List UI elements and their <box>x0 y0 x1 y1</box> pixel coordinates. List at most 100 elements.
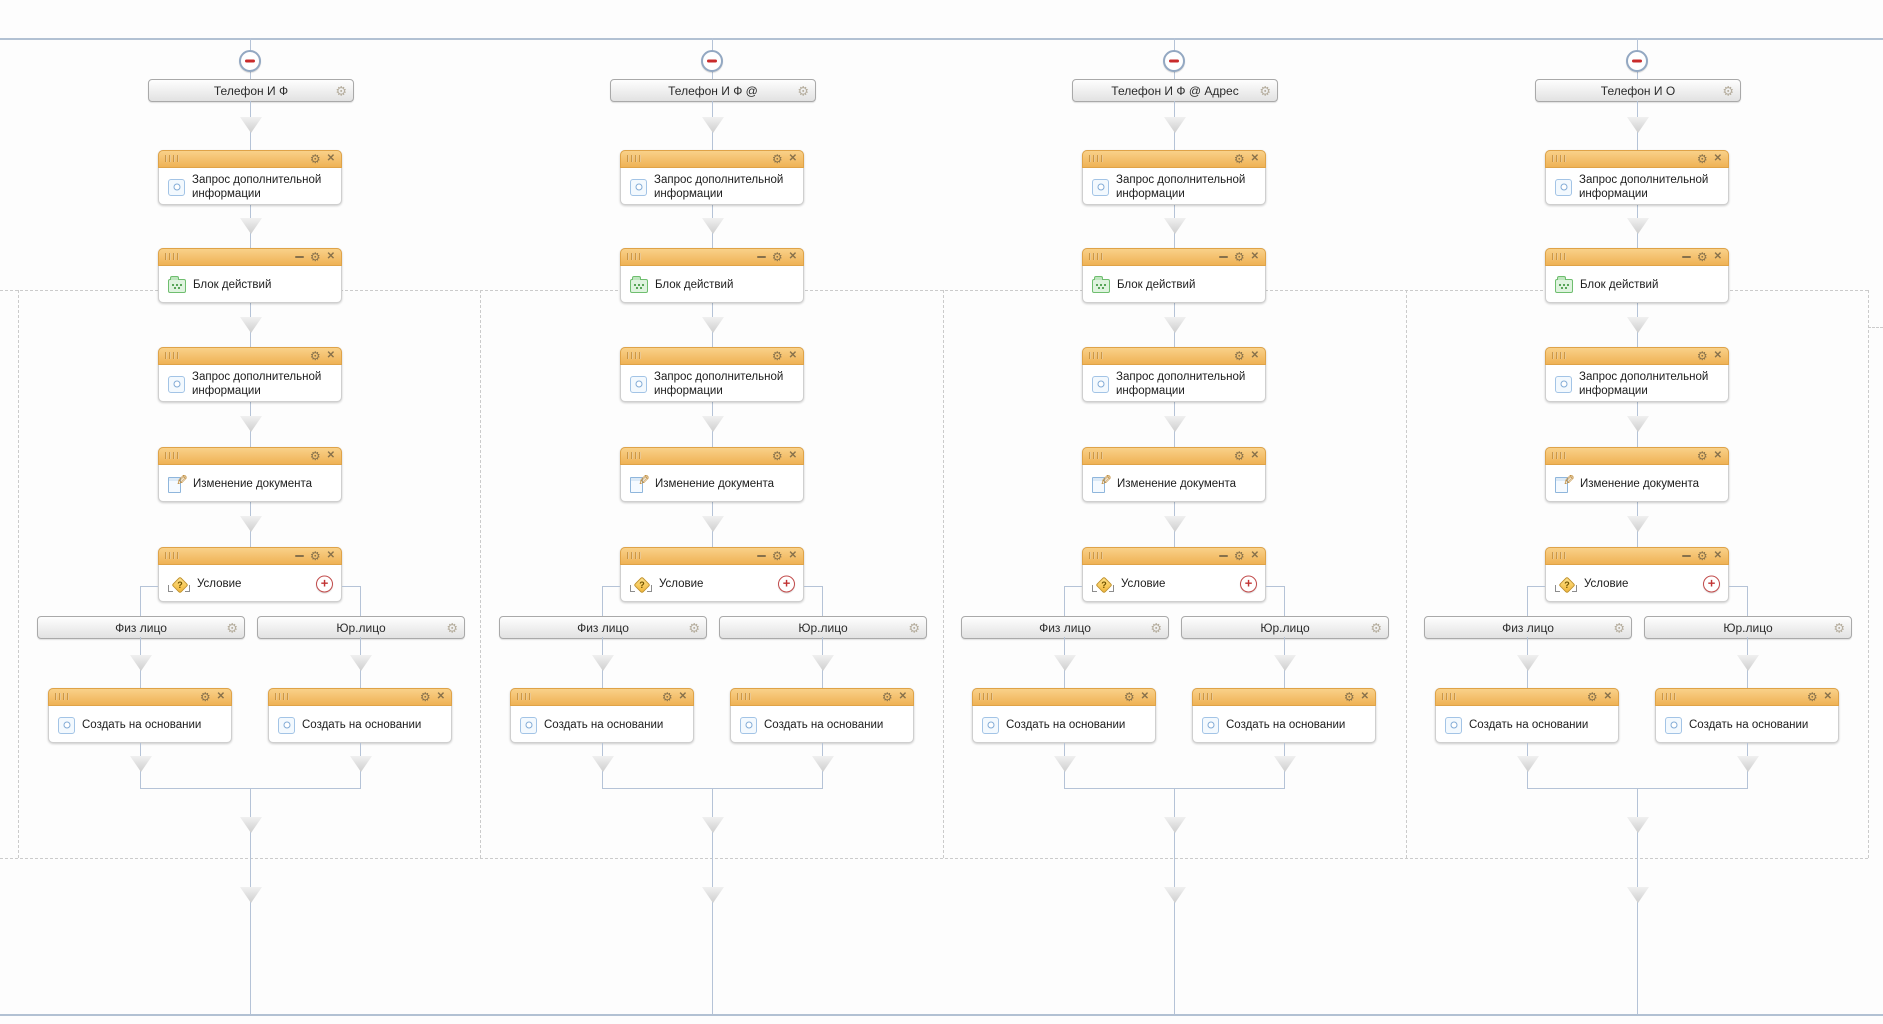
close-icon[interactable]: ✕ <box>898 691 907 702</box>
node-request-info-1[interactable]: ⚙✕Запрос дополнительной информации <box>620 150 804 205</box>
drag-handle-icon[interactable] <box>165 452 179 459</box>
gear-icon[interactable]: ⚙ <box>881 690 893 704</box>
gear-icon[interactable]: ⚙ <box>1343 690 1355 704</box>
drag-handle-icon[interactable] <box>1442 693 1456 700</box>
close-icon[interactable]: ✕ <box>1713 251 1722 262</box>
drag-handle-icon[interactable] <box>627 452 641 459</box>
gear-icon[interactable]: ⚙ <box>419 690 431 704</box>
node-create-based-on-left[interactable]: ⚙✕Создать на основании <box>48 688 232 743</box>
minimize-icon[interactable] <box>1218 555 1228 557</box>
close-icon[interactable]: ✕ <box>788 153 797 164</box>
add-branch-button[interactable]: + <box>316 575 333 593</box>
drag-handle-icon[interactable] <box>165 552 179 559</box>
gear-icon[interactable]: ⚙ <box>1806 690 1818 704</box>
node-request-info-1[interactable]: ⚙✕Запрос дополнительной информации <box>1545 150 1729 205</box>
minimize-icon[interactable] <box>294 555 304 557</box>
drag-handle-icon[interactable] <box>627 253 641 260</box>
drag-handle-icon[interactable] <box>1552 253 1566 260</box>
connector-label-pill[interactable]: Телефон И Ф @⚙ <box>610 79 816 102</box>
add-branch-button[interactable]: + <box>1703 575 1720 593</box>
close-icon[interactable]: ✕ <box>326 251 335 262</box>
node-condition[interactable]: ⚙✕?Условие+ <box>158 547 342 602</box>
gear-icon[interactable]: ⚙ <box>1586 690 1598 704</box>
gear-icon[interactable]: ⚙ <box>1833 620 1845 635</box>
node-create-based-on-right[interactable]: ⚙✕Создать на основании <box>1192 688 1376 743</box>
close-icon[interactable]: ✕ <box>1823 691 1832 702</box>
gear-icon[interactable]: ⚙ <box>446 620 458 635</box>
close-icon[interactable]: ✕ <box>216 691 225 702</box>
collapse-toggle[interactable] <box>1626 50 1648 72</box>
node-request-info-2[interactable]: ⚙✕Запрос дополнительной информации <box>1545 347 1729 402</box>
collapse-toggle[interactable] <box>1163 50 1185 72</box>
node-action-block[interactable]: ⚙✕Блок действий <box>1545 248 1729 303</box>
node-request-info-2[interactable]: ⚙✕Запрос дополнительной информации <box>158 347 342 402</box>
gear-icon[interactable]: ⚙ <box>661 690 673 704</box>
collapse-toggle[interactable] <box>701 50 723 72</box>
drag-handle-icon[interactable] <box>1089 552 1103 559</box>
minimize-icon[interactable] <box>1681 256 1691 258</box>
close-icon[interactable]: ✕ <box>1250 450 1259 461</box>
drag-handle-icon[interactable] <box>1552 155 1566 162</box>
gear-icon[interactable]: ⚙ <box>1233 250 1245 264</box>
gear-icon[interactable]: ⚙ <box>1722 83 1734 98</box>
node-action-block[interactable]: ⚙✕Блок действий <box>620 248 804 303</box>
drag-handle-icon[interactable] <box>165 155 179 162</box>
branch-label-pill[interactable]: Юр.лицо⚙ <box>719 616 927 639</box>
gear-icon[interactable]: ⚙ <box>1259 83 1271 98</box>
node-request-info-2[interactable]: ⚙✕Запрос дополнительной информации <box>620 347 804 402</box>
node-create-based-on-left[interactable]: ⚙✕Создать на основании <box>510 688 694 743</box>
gear-icon[interactable]: ⚙ <box>1696 152 1708 166</box>
gear-icon[interactable]: ⚙ <box>771 349 783 363</box>
connector-label-pill[interactable]: Телефон И О⚙ <box>1535 79 1741 102</box>
gear-icon[interactable]: ⚙ <box>226 620 238 635</box>
connector-label-pill[interactable]: Телефон И Ф⚙ <box>148 79 354 102</box>
close-icon[interactable]: ✕ <box>326 153 335 164</box>
drag-handle-icon[interactable] <box>275 693 289 700</box>
drag-handle-icon[interactable] <box>737 693 751 700</box>
drag-handle-icon[interactable] <box>55 693 69 700</box>
gear-icon[interactable]: ⚙ <box>199 690 211 704</box>
close-icon[interactable]: ✕ <box>1250 350 1259 361</box>
node-condition[interactable]: ⚙✕?Условие+ <box>1082 547 1266 602</box>
gear-icon[interactable]: ⚙ <box>908 620 920 635</box>
gear-icon[interactable]: ⚙ <box>1696 449 1708 463</box>
branch-label-pill[interactable]: Физ лицо⚙ <box>37 616 245 639</box>
drag-handle-icon[interactable] <box>1662 693 1676 700</box>
drag-handle-icon[interactable] <box>627 155 641 162</box>
minimize-icon[interactable] <box>756 555 766 557</box>
drag-handle-icon[interactable] <box>1089 352 1103 359</box>
node-create-based-on-right[interactable]: ⚙✕Создать на основании <box>730 688 914 743</box>
close-icon[interactable]: ✕ <box>1360 691 1369 702</box>
node-condition[interactable]: ⚙✕?Условие+ <box>620 547 804 602</box>
drag-handle-icon[interactable] <box>165 253 179 260</box>
gear-icon[interactable]: ⚙ <box>1233 549 1245 563</box>
gear-icon[interactable]: ⚙ <box>1370 620 1382 635</box>
branch-label-pill[interactable]: Юр.лицо⚙ <box>257 616 465 639</box>
close-icon[interactable]: ✕ <box>1250 153 1259 164</box>
close-icon[interactable]: ✕ <box>326 550 335 561</box>
collapse-toggle[interactable] <box>239 50 261 72</box>
drag-handle-icon[interactable] <box>1552 352 1566 359</box>
gear-icon[interactable]: ⚙ <box>309 449 321 463</box>
node-action-block[interactable]: ⚙✕Блок действий <box>1082 248 1266 303</box>
close-icon[interactable]: ✕ <box>436 691 445 702</box>
gear-icon[interactable]: ⚙ <box>771 449 783 463</box>
gear-icon[interactable]: ⚙ <box>1696 349 1708 363</box>
minimize-icon[interactable] <box>756 256 766 258</box>
node-create-based-on-left[interactable]: ⚙✕Создать на основании <box>972 688 1156 743</box>
branch-label-pill[interactable]: Юр.лицо⚙ <box>1181 616 1389 639</box>
drag-handle-icon[interactable] <box>1552 552 1566 559</box>
gear-icon[interactable]: ⚙ <box>309 549 321 563</box>
close-icon[interactable]: ✕ <box>788 251 797 262</box>
gear-icon[interactable]: ⚙ <box>1233 152 1245 166</box>
close-icon[interactable]: ✕ <box>788 550 797 561</box>
drag-handle-icon[interactable] <box>1089 155 1103 162</box>
gear-icon[interactable]: ⚙ <box>309 250 321 264</box>
node-edit-document[interactable]: ⚙✕✎Изменение документа <box>1545 447 1729 502</box>
gear-icon[interactable]: ⚙ <box>309 349 321 363</box>
close-icon[interactable]: ✕ <box>1713 350 1722 361</box>
close-icon[interactable]: ✕ <box>1250 550 1259 561</box>
minimize-icon[interactable] <box>1218 256 1228 258</box>
node-action-block[interactable]: ⚙✕Блок действий <box>158 248 342 303</box>
gear-icon[interactable]: ⚙ <box>309 152 321 166</box>
